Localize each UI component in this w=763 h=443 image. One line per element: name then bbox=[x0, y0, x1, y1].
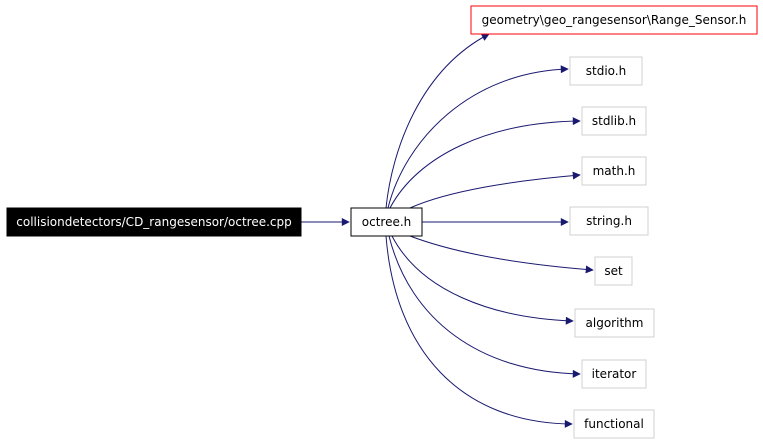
edge-center-to-include-2 bbox=[389, 117, 581, 209]
center-node-box bbox=[350, 207, 423, 237]
include-node[interactable]: set bbox=[594, 256, 633, 286]
edges bbox=[301, 33, 594, 428]
include-node-label: iterator bbox=[592, 367, 637, 381]
include-node-label: stdlib.h bbox=[592, 114, 636, 128]
edge-center-to-include-7 bbox=[388, 235, 581, 378]
edge-center-to-include-0 bbox=[385, 33, 490, 209]
include-node-label: stdio.h bbox=[586, 64, 626, 78]
include-node[interactable]: stdio.h bbox=[569, 56, 643, 86]
include-node-box bbox=[574, 308, 655, 338]
include-node-label: functional bbox=[584, 417, 644, 431]
root-node-label: collisiondetectors/CD_rangesensor/octree… bbox=[16, 215, 291, 229]
include-node-box bbox=[581, 106, 647, 136]
include-node-box bbox=[569, 56, 643, 86]
edge-center-to-include-5 bbox=[409, 235, 594, 274]
include-node-label: algorithm bbox=[586, 316, 644, 330]
include-node-label: math.h bbox=[593, 164, 636, 178]
include-node-box bbox=[569, 206, 649, 236]
center-node-label: octree.h bbox=[362, 215, 412, 229]
center-node[interactable]: octree.h bbox=[350, 207, 423, 237]
include-node-box bbox=[581, 156, 647, 186]
include-node[interactable]: iterator bbox=[581, 359, 647, 389]
edge-center-to-include-6 bbox=[391, 235, 574, 325]
include-node-box bbox=[594, 256, 633, 286]
include-nodes: geometry\geo_rangesensor\Range_Sensor.hs… bbox=[470, 5, 758, 439]
include-node-label: string.h bbox=[586, 214, 632, 228]
include-node-label: set bbox=[604, 264, 623, 278]
include-node[interactable]: functional bbox=[573, 409, 655, 439]
root-node[interactable]: collisiondetectors/CD_rangesensor/octree… bbox=[6, 207, 302, 237]
include-node-label: geometry\geo_rangesensor\Range_Sensor.h bbox=[482, 13, 747, 27]
edge-center-to-include-8 bbox=[385, 235, 573, 428]
include-node-box bbox=[581, 359, 647, 389]
root-node-box bbox=[6, 207, 302, 237]
include-node-box bbox=[573, 409, 655, 439]
include-node[interactable]: stdlib.h bbox=[581, 106, 647, 136]
include-node[interactable]: algorithm bbox=[574, 308, 655, 338]
include-node[interactable]: string.h bbox=[569, 206, 649, 236]
include-node[interactable]: geometry\geo_rangesensor\Range_Sensor.h bbox=[470, 5, 758, 35]
edge-center-to-include-1 bbox=[387, 65, 569, 209]
include-node-box bbox=[470, 5, 758, 35]
include-node[interactable]: math.h bbox=[581, 156, 647, 186]
edge-center-to-include-3 bbox=[409, 171, 581, 209]
